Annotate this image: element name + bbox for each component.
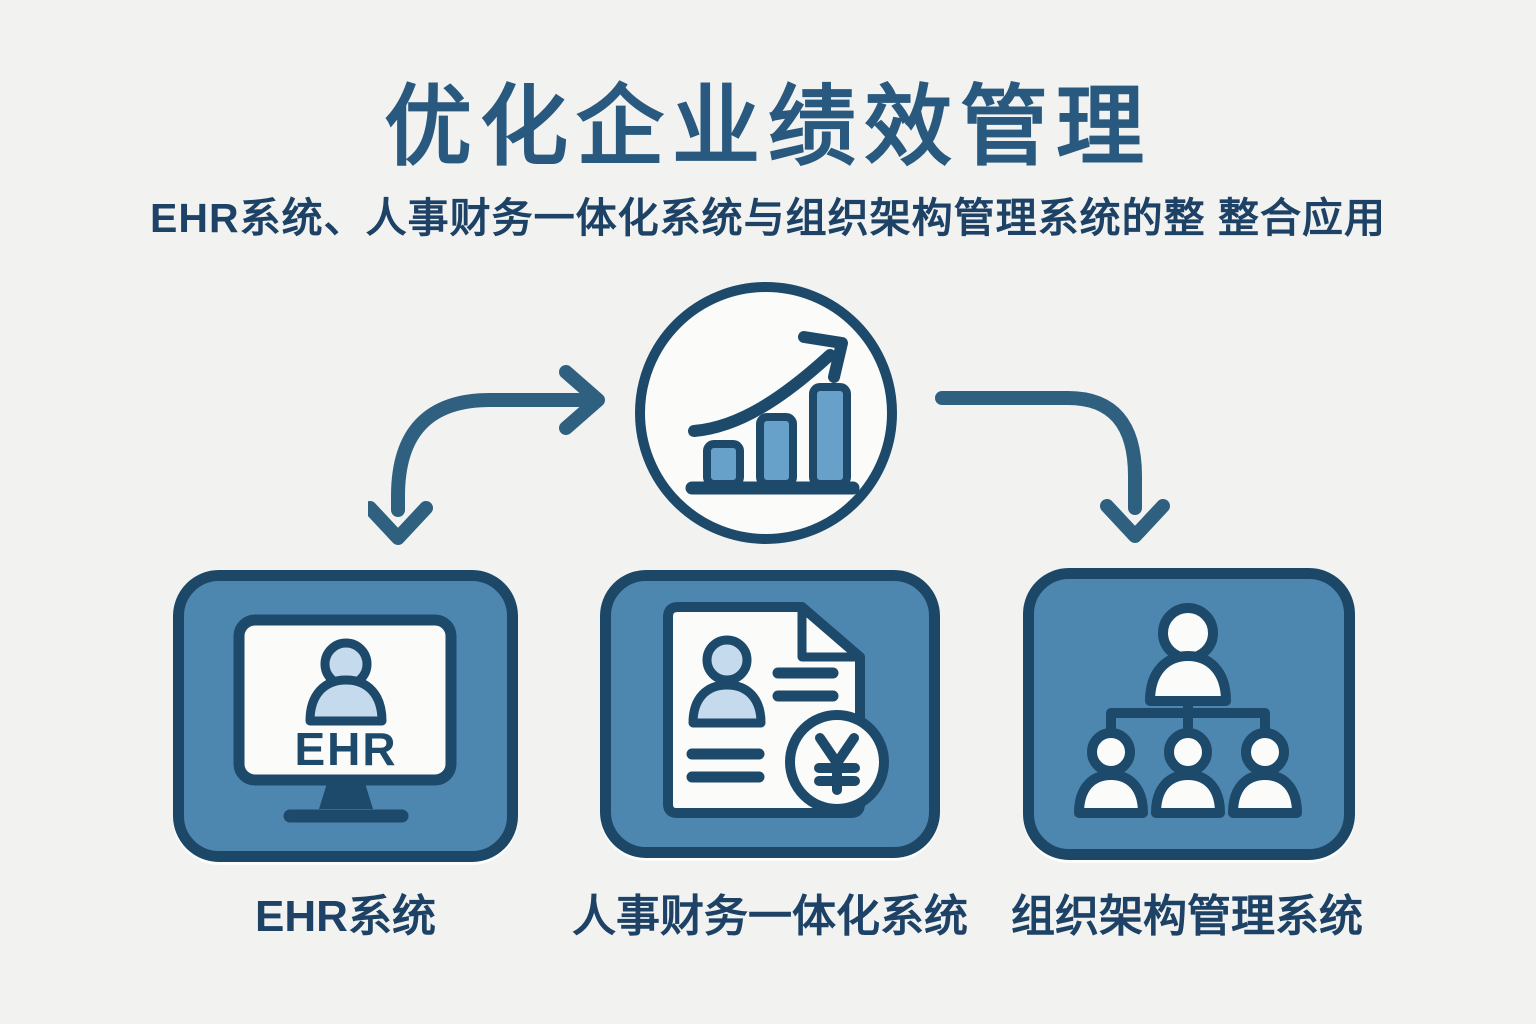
org-bottom-person-middle bbox=[1151, 728, 1225, 818]
curved-arrow-left-down-icon bbox=[368, 328, 628, 563]
person-head bbox=[702, 635, 752, 685]
system-label-ehr: EHR系统 bbox=[255, 892, 436, 941]
page-subtitle: EHR系统、人事财务一体化系统与组织架构管理系统的整 整合应用 bbox=[150, 195, 1386, 241]
arrowhead-right-icon bbox=[559, 365, 605, 435]
ehr-screen-text: EHR bbox=[294, 723, 397, 775]
page-title: 优化企业绩效管理 bbox=[383, 77, 1152, 176]
yen-symbol-icon bbox=[814, 733, 860, 795]
arrowhead-down-icon bbox=[1100, 499, 1170, 543]
monitor-stand bbox=[319, 780, 373, 809]
org-chart-people-icon bbox=[1066, 599, 1310, 831]
system-label-org-structure: 组织架构管理系统 bbox=[1011, 892, 1363, 941]
org-bottom-person-right bbox=[1228, 728, 1302, 818]
growth-arrowhead-icon bbox=[798, 331, 848, 383]
growth-bar-chart-icon bbox=[632, 279, 900, 547]
center-circle bbox=[635, 282, 897, 544]
org-bottom-person-left bbox=[1074, 728, 1148, 818]
personnel-finance-document-icon bbox=[650, 586, 895, 831]
ehr-monitor-person-icon: EHR bbox=[230, 614, 460, 828]
curved-arrow-right-down-icon bbox=[930, 328, 1190, 563]
growth-curve bbox=[688, 349, 836, 437]
system-label-hr-finance: 人事财务一体化系统 bbox=[572, 892, 968, 941]
org-connector-lines bbox=[1106, 696, 1270, 738]
person-body bbox=[305, 675, 387, 726]
person-body bbox=[688, 680, 766, 728]
document-fold-corner bbox=[797, 607, 860, 662]
bar-chart-bars bbox=[703, 383, 851, 488]
arrowhead-down-icon bbox=[368, 501, 433, 545]
document-text-lines bbox=[686, 667, 839, 783]
org-top-person bbox=[1145, 603, 1231, 706]
